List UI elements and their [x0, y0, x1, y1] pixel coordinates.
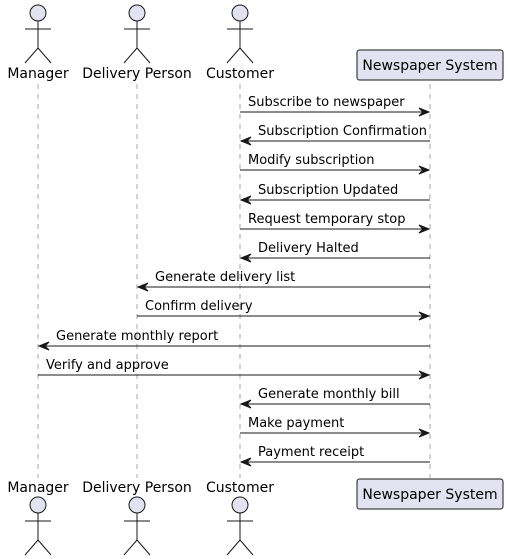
participant-system-top: Newspaper System [356, 49, 504, 81]
actor-head [29, 4, 47, 22]
actor-leg-left [123, 47, 138, 64]
arrowhead-icon [239, 136, 252, 146]
arrowhead-icon [239, 399, 252, 409]
arrowhead-icon [418, 428, 431, 438]
message-10: Verify and approve [38, 358, 431, 380]
actor-manager-bottom: Manager [7, 480, 69, 556]
message-9: Generate monthly report [37, 329, 430, 351]
actor-head [231, 496, 249, 514]
actor-name-manager: Manager [7, 66, 69, 82]
actor-figure-icon [123, 4, 151, 64]
actor-leg-left [24, 539, 39, 556]
message-label: Subscription Confirmation [258, 124, 427, 139]
actor-head [29, 496, 47, 514]
arrowhead-icon [418, 107, 431, 117]
arrowhead-icon [418, 165, 431, 175]
actor-name-delivery: Delivery Person [82, 66, 192, 82]
actor-figure-icon [24, 496, 52, 556]
arrowhead-icon [418, 370, 431, 380]
actor-figure-icon [24, 4, 52, 64]
actor-delivery-top: Delivery Person [82, 4, 192, 82]
actor-leg-right [37, 539, 52, 556]
actor-leg-right [239, 539, 254, 556]
arrowhead-icon [37, 341, 50, 351]
message-3: Modify subscription [240, 153, 431, 175]
participant-name-system: Newspaper System [362, 487, 497, 503]
actor-name-delivery: Delivery Person [82, 480, 192, 496]
message-label: Make payment [248, 416, 344, 431]
participant-name-system: Newspaper System [362, 58, 497, 74]
message-4: Subscription Updated [239, 183, 430, 205]
arrowhead-icon [136, 282, 149, 292]
arrowhead-icon [239, 457, 252, 467]
actor-figure-icon [226, 496, 254, 556]
arrowhead-icon [239, 253, 252, 263]
actor-leg-left [226, 47, 241, 64]
arrowhead-icon [239, 195, 252, 205]
message-7: Generate delivery list [136, 270, 430, 292]
message-label: Generate monthly report [56, 329, 218, 344]
message-label: Subscription Updated [258, 183, 398, 198]
actor-leg-left [24, 47, 39, 64]
participant-box [356, 49, 504, 81]
actor-figure-icon [123, 496, 151, 556]
actor-head [231, 4, 249, 22]
message-1: Subscribe to newspaper [240, 95, 431, 117]
actor-leg-right [37, 47, 52, 64]
participant-system-bottom: Newspaper System [356, 478, 504, 510]
message-label: Generate delivery list [155, 270, 295, 285]
arrowhead-icon [418, 224, 431, 234]
message-label: Confirm delivery [145, 299, 253, 314]
message-label: Subscribe to newspaper [248, 95, 405, 110]
message-label: Payment receipt [258, 445, 364, 460]
actor-name-manager: Manager [7, 480, 69, 496]
actor-leg-right [239, 47, 254, 64]
message-label: Request temporary stop [248, 212, 405, 227]
actor-customer-bottom: Customer [206, 480, 274, 556]
actor-head [128, 4, 146, 22]
participants-top: Manager Delivery Person Customer Newspaper … [7, 4, 504, 82]
actor-leg-left [226, 539, 241, 556]
participant-box [356, 478, 504, 510]
message-6: Delivery Halted [239, 241, 430, 263]
actor-leg-right [136, 47, 151, 64]
message-8: Confirm delivery [137, 299, 431, 321]
actor-manager-top: Manager [7, 4, 69, 82]
message-label: Generate monthly bill [258, 387, 400, 402]
message-13: Payment receipt [239, 445, 430, 467]
actor-name-customer: Customer [206, 66, 274, 82]
actor-head [128, 496, 146, 514]
message-12: Make payment [240, 416, 431, 438]
participants-bottom: Manager Delivery Person Customer Newspaper … [7, 478, 504, 556]
message-5: Request temporary stop [240, 212, 431, 234]
actor-delivery-bottom: Delivery Person [82, 480, 192, 556]
arrowhead-icon [418, 311, 431, 321]
message-label: Delivery Halted [258, 241, 359, 256]
message-11: Generate monthly bill [239, 387, 430, 409]
actor-leg-left [123, 539, 138, 556]
actor-name-customer: Customer [206, 480, 274, 496]
message-label: Modify subscription [248, 153, 375, 168]
actor-figure-icon [226, 4, 254, 64]
actor-leg-right [136, 539, 151, 556]
actor-customer-top: Customer [206, 4, 274, 82]
message-2: Subscription Confirmation [239, 124, 430, 146]
message-label: Verify and approve [46, 358, 169, 373]
